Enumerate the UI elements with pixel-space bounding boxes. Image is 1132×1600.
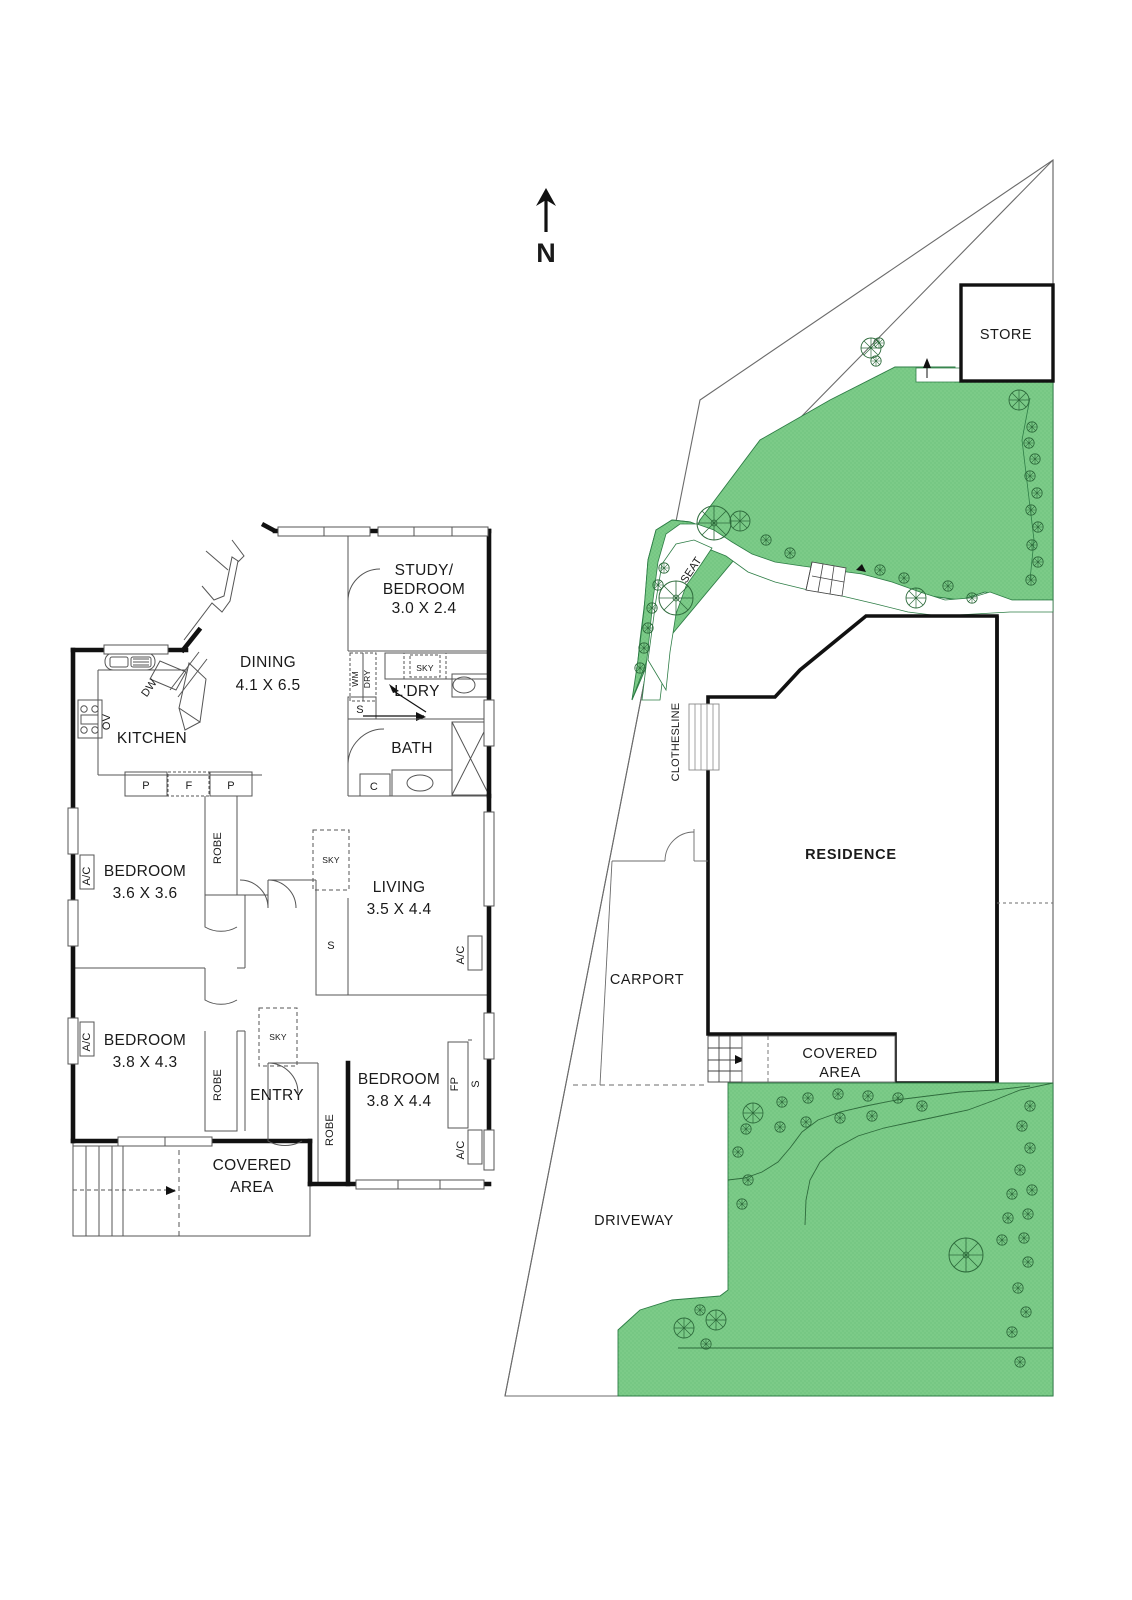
aircon-label-3: A/C bbox=[455, 946, 467, 965]
dryer-label: DRY bbox=[362, 670, 372, 689]
aircon-label-2: A/C bbox=[81, 1033, 93, 1052]
room-label-study-2: BEDROOM bbox=[383, 581, 465, 598]
fixture-labels: DW OV P F P WM DRY SKY S C SKY SKY S ROB… bbox=[81, 663, 482, 1159]
shelf-label-living: S bbox=[327, 940, 335, 952]
skylight-label-living: SKY bbox=[322, 855, 340, 865]
clothesline-icon bbox=[688, 703, 720, 771]
driveway-label: DRIVEWAY bbox=[594, 1213, 674, 1229]
north-arrow-icon bbox=[536, 188, 556, 232]
aircon-label-4: A/C bbox=[455, 1141, 467, 1160]
skylight-label-entry: SKY bbox=[269, 1032, 287, 1042]
front-garden-curve-2 bbox=[727, 1085, 1031, 1181]
aircon-label-1: A/C bbox=[81, 867, 93, 886]
skylight-label-ldry: SKY bbox=[416, 663, 434, 673]
covered-area-label-2: AREA bbox=[819, 1065, 861, 1081]
store-building bbox=[959, 283, 1055, 383]
room-dim-living: 3.5 X 4.4 bbox=[367, 901, 432, 918]
seat-paving bbox=[647, 539, 713, 692]
shelf-label-bed3: S bbox=[470, 1080, 482, 1088]
site-plan-group: STORE RESIDENCE CARPORT COVERED bbox=[504, 158, 1055, 1397]
front-garden bbox=[617, 1082, 1054, 1397]
robes-and-skylights bbox=[72, 796, 489, 1237]
floor-plan-group: STUDY/ BEDROOM 3.0 X 2.4 DINING 4.1 X 6.… bbox=[67, 521, 495, 1237]
robe-label-1: ROBE bbox=[212, 832, 224, 864]
fridge-label: F bbox=[186, 780, 193, 792]
room-dim-bedroom-2: 3.8 X 4.3 bbox=[113, 1054, 178, 1071]
door-swings bbox=[204, 568, 385, 1147]
room-label-covered-area: COVERED bbox=[213, 1157, 292, 1174]
room-label-study: STUDY/ bbox=[395, 562, 454, 579]
residence-label: RESIDENCE bbox=[805, 847, 897, 863]
carport-label: CARPORT bbox=[610, 972, 684, 988]
rear-path bbox=[641, 523, 1054, 701]
covered-area-label-1: COVERED bbox=[802, 1046, 877, 1062]
fireplace-label: FP bbox=[449, 1077, 461, 1091]
room-label-entry: ENTRY bbox=[250, 1087, 304, 1104]
front-garden-curve-1 bbox=[804, 1082, 1054, 1226]
oven-label: OV bbox=[101, 713, 113, 730]
room-dim-bedroom-3: 3.8 X 4.4 bbox=[367, 1093, 432, 1110]
room-dim-bedroom-1: 3.6 X 3.6 bbox=[113, 885, 178, 902]
robe-label-2: ROBE bbox=[212, 1069, 224, 1101]
room-label-dining: DINING bbox=[240, 654, 296, 671]
cupboard-label-bath: C bbox=[370, 781, 378, 793]
room-dim-dining: 4.1 X 6.5 bbox=[236, 677, 301, 694]
room-label-living: LIVING bbox=[373, 879, 426, 896]
room-label-bedroom-3: BEDROOM bbox=[358, 1071, 440, 1088]
room-label-covered-area-2: AREA bbox=[230, 1179, 274, 1196]
room-dim-study: 3.0 X 2.4 bbox=[392, 600, 457, 617]
covered-area-outline bbox=[741, 1035, 896, 1083]
interior-partitions bbox=[77, 539, 262, 797]
room-label-kitchen: KITCHEN bbox=[117, 730, 187, 747]
path-arrow-icon bbox=[856, 564, 866, 572]
room-label-bedroom-2: BEDROOM bbox=[104, 1032, 186, 1049]
shelf-label-ldry: S bbox=[356, 704, 364, 716]
robe-label-3: ROBE bbox=[324, 1114, 336, 1146]
room-label-bath: BATH bbox=[391, 740, 432, 757]
washing-machine-label: WM bbox=[350, 671, 360, 687]
room-label-bedroom-1: BEDROOM bbox=[104, 863, 186, 880]
rear-paving-steps bbox=[805, 561, 847, 597]
covered-area-arrow-icon bbox=[735, 1055, 745, 1064]
north-label: N bbox=[536, 238, 556, 268]
store-label: STORE bbox=[980, 327, 1032, 343]
room-label-ldry: L'DRY bbox=[394, 683, 440, 700]
clothesline-label: CLOTHESLINE bbox=[670, 703, 682, 782]
rear-garden-edge bbox=[1021, 397, 1035, 581]
windows bbox=[67, 521, 495, 1190]
pantry-label-1: P bbox=[142, 780, 150, 792]
pantry-label-2: P bbox=[227, 780, 235, 792]
carport-outline bbox=[573, 829, 708, 1086]
store-path-arrow-icon bbox=[923, 358, 931, 368]
floorplan-text: STUDY/ BEDROOM 3.0 X 2.4 DINING 4.1 X 6.… bbox=[104, 562, 465, 1196]
